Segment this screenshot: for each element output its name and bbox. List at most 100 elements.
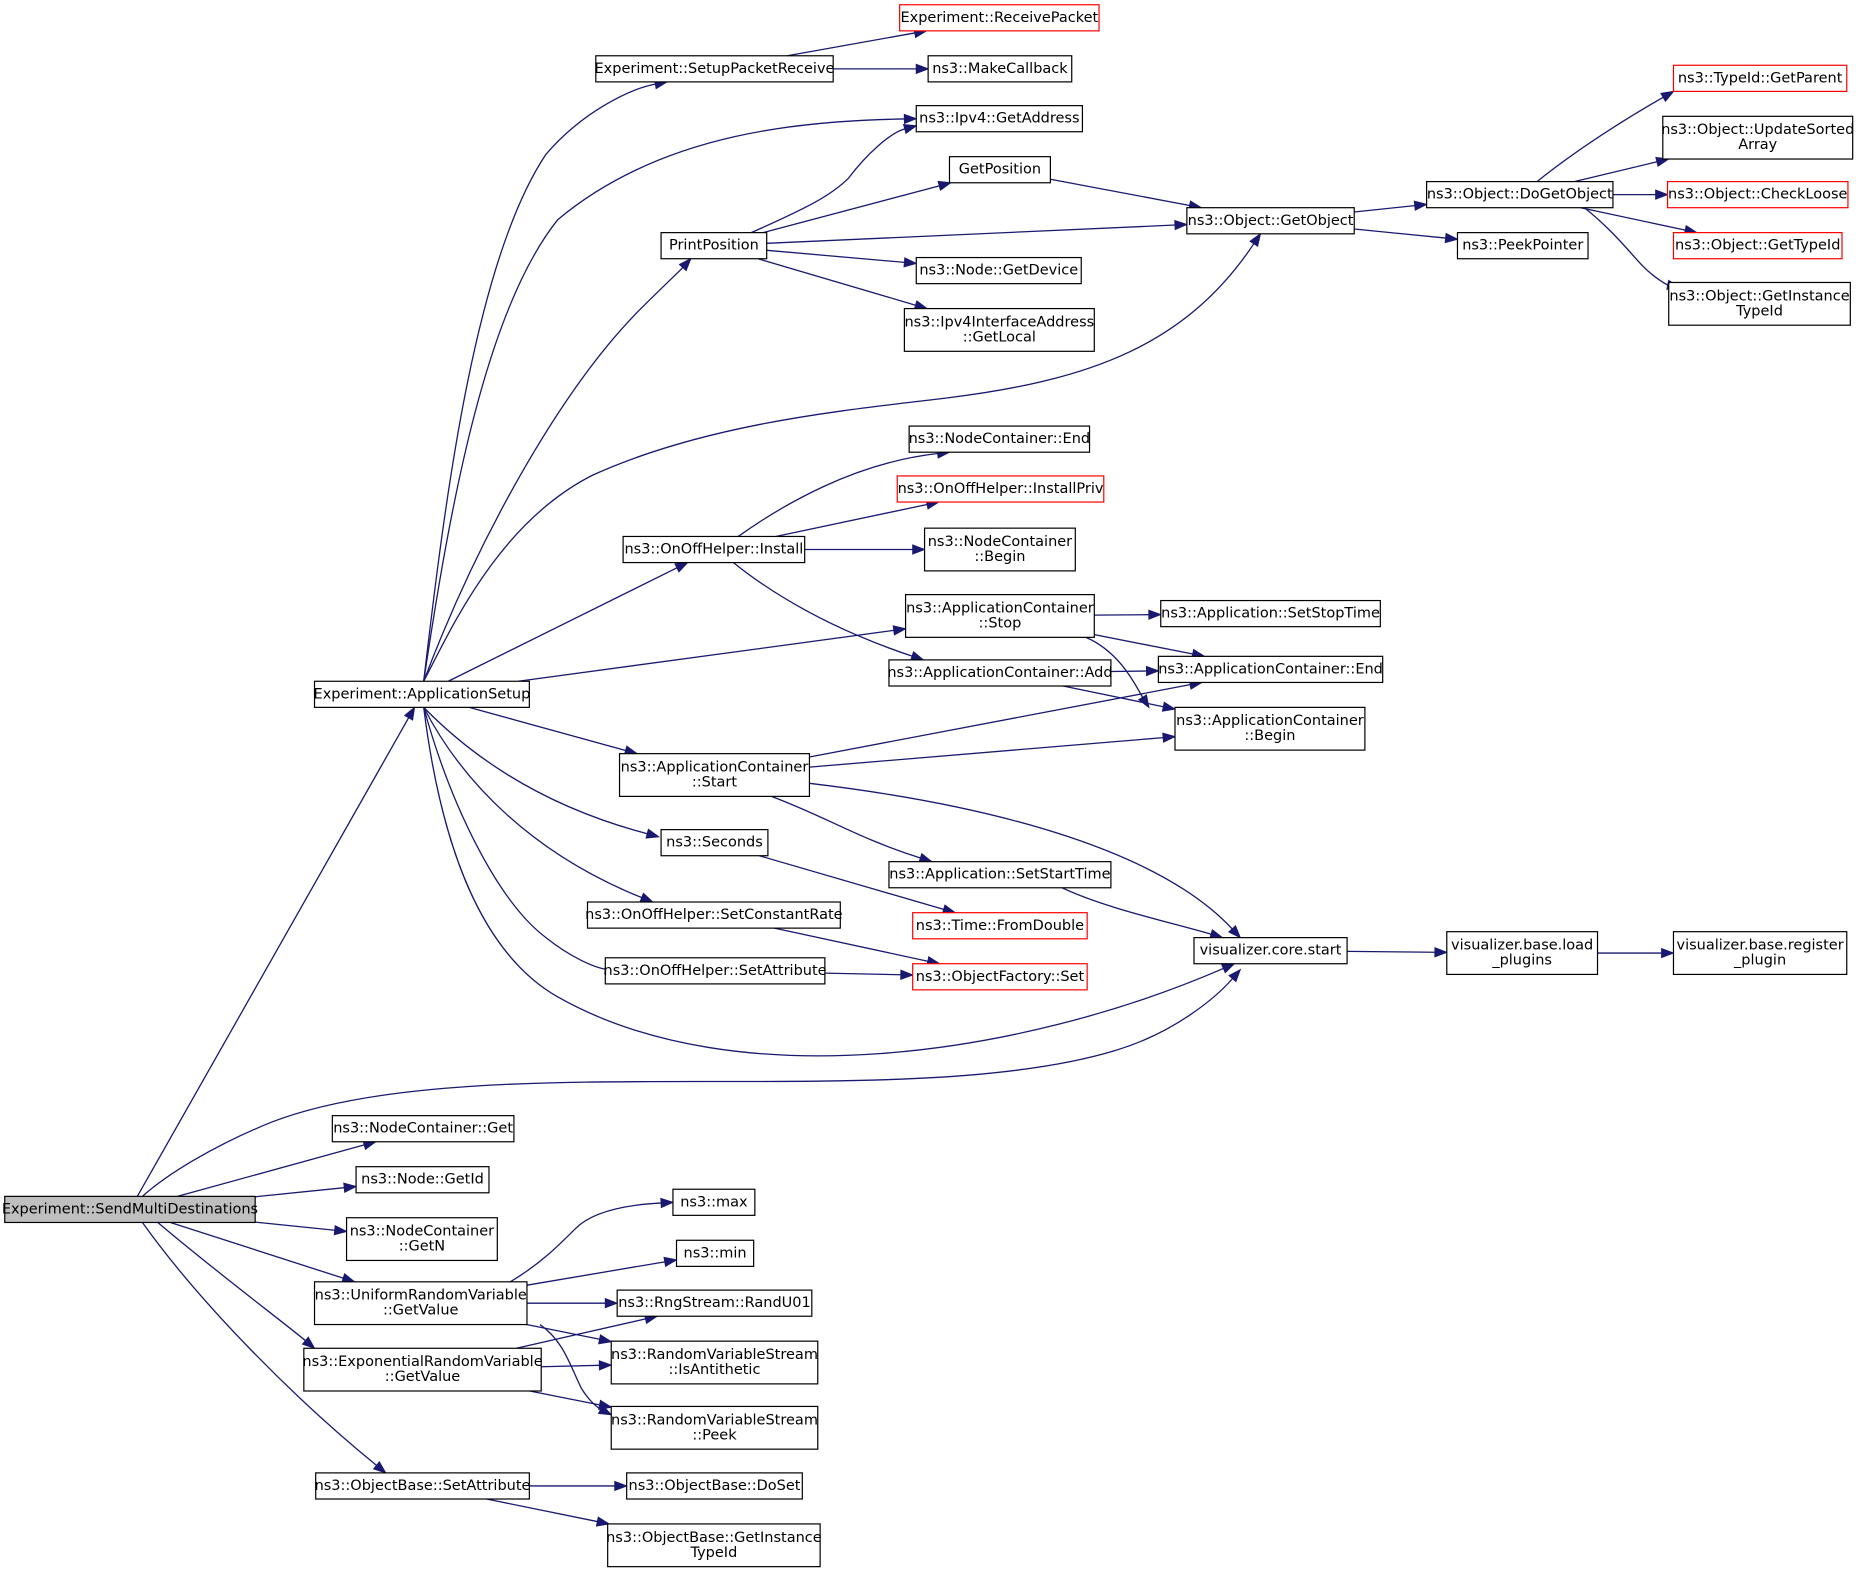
node-setstoptime[interactable]: ns3::Application::SetStopTime [1160, 599, 1381, 628]
node-ns3min[interactable]: ns3::min [675, 1239, 755, 1267]
edge-arrowhead [1655, 189, 1669, 200]
node-vizload[interactable]: visualizer.base.load_plugins [1446, 931, 1599, 976]
node-setstarttime[interactable]: ns3::Application::SetStartTime [888, 861, 1112, 889]
node-vizreg[interactable]: visualizer.base.register_plugin [1672, 931, 1848, 976]
node-acadd[interactable]: ns3::ApplicationContainer::Add [887, 659, 1113, 687]
edge-erv-to-isantithetic [541, 1360, 613, 1371]
edge-line [751, 128, 905, 234]
node-objfactset[interactable]: ns3::ObjectFactory::Set [912, 963, 1088, 991]
edge-arrowhead [403, 706, 416, 721]
edge-arrowhead [1444, 232, 1459, 244]
node-peekpointer[interactable]: ns3::PeekPointer [1456, 232, 1589, 260]
node-erv[interactable]: ns3::ExponentialRandomVariable::GetValue [302, 1347, 543, 1392]
node-box [607, 1523, 821, 1568]
node-label: ::GetN [399, 1239, 445, 1255]
node-box [313, 1281, 528, 1326]
edge-sendmulti-to-appsetup [136, 706, 416, 1197]
node-obdoset[interactable]: ns3::ObjectBase::DoSet [626, 1472, 803, 1500]
node-isantithetic[interactable]: ns3::RandomVariableStream::IsAntithetic [610, 1340, 819, 1385]
node-label: ns3::OnOffHelper::SetAttribute [604, 963, 827, 979]
node-ipv4getaddr[interactable]: ns3::Ipv4::GetAddress [915, 105, 1084, 133]
edge-dogetobject-to-getinsttypeid [1584, 207, 1681, 290]
node-box [610, 1340, 819, 1385]
edge-line [141, 978, 1233, 1197]
edge-line [170, 1221, 344, 1279]
node-nodegetdevice[interactable]: ns3::Node::GetDevice [915, 256, 1082, 285]
edge-arrowhead [1161, 701, 1177, 712]
edge-line [1536, 96, 1664, 183]
node-box [1672, 64, 1848, 92]
edge-arrowhead [918, 852, 934, 863]
node-label: ns3::OnOffHelper::Install [624, 542, 803, 558]
node-gettypeid[interactable]: ns3::Object::GetTypeId [1672, 232, 1843, 260]
node-acstart[interactable]: ns3::ApplicationContainer::Start [618, 753, 811, 797]
node-obsetattr[interactable]: ns3::ObjectBase::SetAttribute [315, 1472, 531, 1500]
edge-line [447, 567, 678, 682]
node-vizstart[interactable]: visualizer.core.start [1193, 937, 1348, 965]
node-box [1666, 180, 1849, 209]
edge-appsetup-to-seconds [423, 706, 661, 839]
node-label: Experiment::SendMultiDestinations [2, 1201, 258, 1217]
node-appsetup[interactable]: Experiment::ApplicationSetup [314, 680, 531, 708]
edge-line [759, 855, 944, 911]
node-onoffinstall[interactable]: ns3::OnOffHelper::Install [622, 535, 806, 564]
edge-arrowhead [1220, 963, 1236, 974]
node-ns3max[interactable]: ns3::max [672, 1188, 756, 1216]
node-fromdouble[interactable]: ns3::Time::FromDouble [912, 912, 1088, 940]
node-urvgetvalue[interactable]: ns3::UniformRandomVariable::GetValue [313, 1281, 528, 1326]
node-getpos[interactable]: GetPosition [948, 156, 1051, 184]
node-seconds[interactable]: ns3::Seconds [660, 829, 769, 857]
node-checkloose[interactable]: ns3::Object::CheckLoose [1666, 180, 1849, 209]
node-onoffsetattr[interactable]: ns3::OnOffHelper::SetAttribute [604, 957, 827, 985]
node-installpriv[interactable]: ns3::OnOffHelper::InstallPriv [896, 475, 1105, 503]
node-box [1174, 706, 1366, 751]
edge-line [141, 1222, 377, 1466]
node-label: ns3::NodeContainer::End [909, 431, 1091, 447]
node-label: ns3::Object::UpdateSorted [1661, 122, 1854, 138]
node-label: ::Stop [979, 615, 1022, 631]
node-ipv4ifaddr[interactable]: ns3::Ipv4InterfaceAddress::GetLocal [903, 307, 1095, 352]
edge-line [423, 707, 606, 970]
node-ncgetn[interactable]: ns3::NodeContainer::GetN [345, 1217, 498, 1262]
node-ncbegin[interactable]: ns3::NodeContainer::Begin [923, 527, 1076, 572]
node-acbegin[interactable]: ns3::ApplicationContainer::Begin [1174, 706, 1366, 751]
node-rvspeek[interactable]: ns3::RandomVariableStream::Peek [610, 1405, 819, 1450]
node-makecb[interactable]: ns3::MakeCallback [927, 55, 1073, 83]
edge-line [1354, 228, 1446, 239]
edge-arrowhead [1174, 219, 1189, 231]
edge-line [733, 562, 913, 657]
edge-arrowhead [937, 180, 953, 192]
node-recvpkt[interactable]: Experiment::ReceivePacket [899, 4, 1100, 32]
node-acstop[interactable]: ns3::ApplicationContainer::Stop [904, 594, 1095, 638]
node-box [904, 594, 1095, 638]
node-getobject[interactable]: ns3::Object::GetObject [1186, 207, 1355, 235]
edge-arrowhead [674, 561, 689, 573]
node-dogetobject[interactable]: ns3::Object::DoGetObject [1426, 180, 1614, 209]
node-typeidparent[interactable]: ns3::TypeId::GetParent [1672, 64, 1848, 92]
node-ncend[interactable]: ns3::NodeContainer::End [908, 425, 1091, 453]
node-setconstrate[interactable]: ns3::OnOffHelper::SetConstantRate [585, 901, 843, 929]
node-label: GetPosition [959, 162, 1041, 178]
node-printpos[interactable]: PrintPosition [660, 232, 768, 260]
node-acend[interactable]: ns3::ApplicationContainer::End [1157, 655, 1384, 684]
node-sendmulti[interactable]: Experiment::SendMultiDestinations [2, 1195, 258, 1224]
node-label: ns3::ApplicationContainer [1176, 713, 1364, 729]
edge-arrowhead [598, 1360, 613, 1371]
edge-seconds-to-fromdouble [759, 855, 957, 915]
node-label: ::GetValue [383, 1303, 459, 1319]
node-setuppkt[interactable]: Experiment::SetupPacketReceive [595, 55, 835, 83]
edge-line [136, 717, 410, 1197]
node-nodegetid[interactable]: ns3::Node::GetId [355, 1166, 490, 1194]
edge-arrowhead [301, 1336, 316, 1350]
edge-arrowhead [912, 544, 926, 555]
node-randu01[interactable]: ns3::RngStream::RandU01 [616, 1289, 813, 1317]
node-ncget[interactable]: ns3::NodeContainer::Get [331, 1115, 515, 1143]
node-box [888, 861, 1112, 889]
node-box [4, 1195, 256, 1224]
edge-line [423, 707, 643, 899]
edge-appsetup-to-ipv4getaddr [423, 113, 918, 682]
edge-line [423, 243, 1255, 682]
